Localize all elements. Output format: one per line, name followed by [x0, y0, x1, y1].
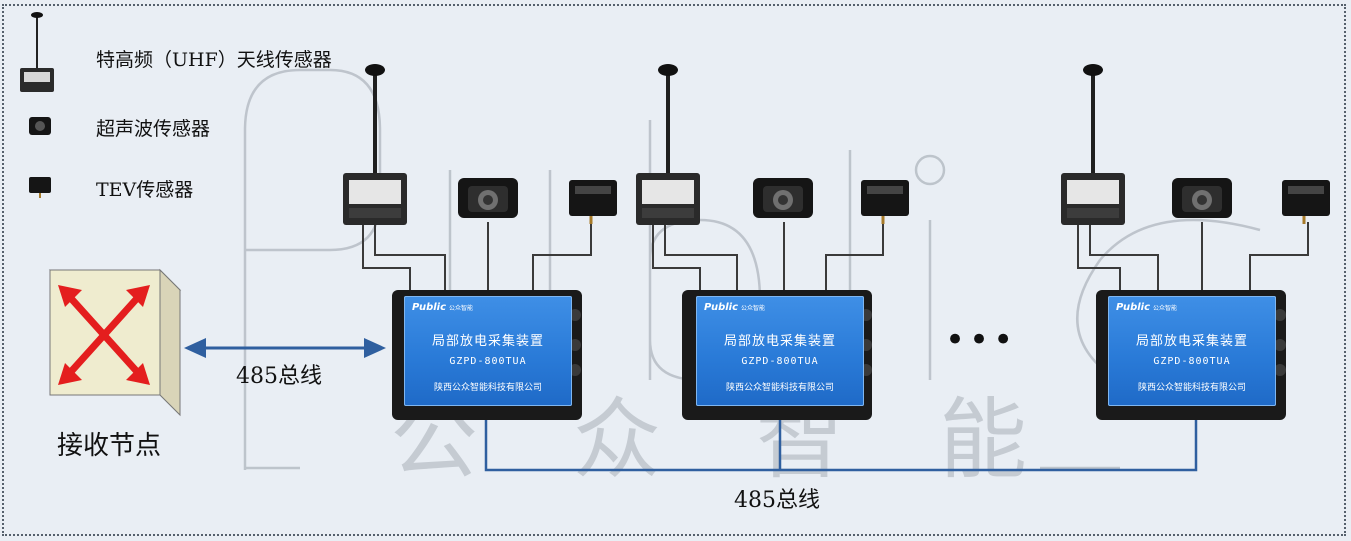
uhf-sensor-icon	[20, 12, 54, 92]
device-company: 陕西公众智能科技有限公司	[1137, 383, 1246, 393]
bus-bottom-label: 485总线	[734, 488, 820, 513]
bottom-bus-line	[484, 418, 1198, 472]
device-name: 局部放电采集装置	[1135, 334, 1248, 349]
device-company: 陕西公众智能科技有限公司	[725, 383, 834, 393]
legend-ultrasonic-label: 超声波传感器	[96, 118, 211, 140]
legend-tev-label: TEV传感器	[96, 179, 194, 201]
tev-sensor-icon	[29, 177, 51, 198]
device-name: 局部放电采集装置	[431, 334, 544, 349]
device-company: 陕西公众智能科技有限公司	[433, 383, 542, 393]
sensor-wires	[362, 222, 1309, 290]
ultrasonic-sensor-icon	[29, 117, 51, 135]
device-model: GZPD-800TUA	[449, 356, 527, 367]
bus-left-label: 485总线	[236, 364, 322, 389]
receiver-node-label: 接收节点	[57, 431, 162, 461]
legend-icons	[20, 12, 54, 198]
legend-uhf-label: 特高频（UHF）天线传感器	[96, 49, 332, 71]
left-bus-arrow	[184, 338, 386, 358]
receiver-node-icon	[48, 268, 182, 417]
ellipsis: •••	[945, 320, 1018, 360]
device-model: GZPD-800TUA	[741, 356, 819, 367]
diagram-border	[2, 4, 1346, 536]
device-model: GZPD-800TUA	[1153, 356, 1231, 367]
device-name: 局部放电采集装置	[723, 334, 836, 349]
